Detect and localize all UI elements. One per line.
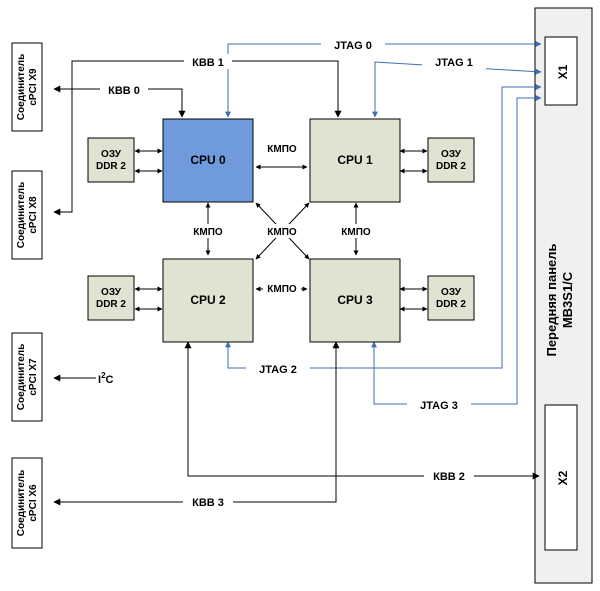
memory-cpu0 <box>87 137 135 183</box>
connector-x9-line2: cPCI X9 <box>28 68 39 106</box>
memory-cpu1 <box>427 137 475 183</box>
port-x1 <box>544 36 578 106</box>
memory-cpu0-line1: ОЗУ <box>101 149 122 160</box>
cpu-3-box <box>309 258 401 343</box>
memory-cpu2-line2: DDR 2 <box>96 299 126 310</box>
cpu-2-label: CPU 2 <box>190 293 226 307</box>
kbb3-line <box>53 341 340 506</box>
port-x2-label: X2 <box>556 470 570 485</box>
connector-x9 <box>11 42 43 132</box>
cpu-1-box <box>309 118 401 203</box>
kbb2-label: КВВ 2 <box>433 471 465 483</box>
cpu-0-label: CPU 0 <box>190 153 226 167</box>
jtag2-label: JTAG 2 <box>259 364 297 376</box>
kbb3-label: КВВ 3 <box>192 497 224 509</box>
memory-cpu3-line1: ОЗУ <box>441 287 462 298</box>
connector-x6-line2: cPCI X6 <box>28 484 39 522</box>
kbb2-line <box>184 341 540 480</box>
jtag0-label: JTAG 0 <box>334 40 372 52</box>
jtag0-line <box>225 41 542 118</box>
cpu-0-box <box>162 118 254 203</box>
kmpo-label-left: КМПО <box>193 227 223 238</box>
memory-links <box>134 148 428 312</box>
connector-x9-line1: Соединитель <box>16 54 27 121</box>
kbb-lines <box>53 60 540 506</box>
kmpo-label-top: КМПО <box>267 144 297 155</box>
jtag1-label: JTAG 1 <box>435 57 473 69</box>
kmpo-label-center: КМПО <box>267 227 297 238</box>
i2c-label: I2C <box>98 371 114 386</box>
connector-x8 <box>11 170 43 260</box>
memory-cpu2-line1: ОЗУ <box>101 287 122 298</box>
connector-x6 <box>11 457 43 549</box>
cpu-1-label: CPU 1 <box>337 153 373 167</box>
memory-cpu1-line1: ОЗУ <box>441 149 462 160</box>
port-x2 <box>544 404 578 551</box>
connector-x8-line1: Соединитель <box>16 182 27 249</box>
connector-x6-line1: Соединитель <box>16 470 27 537</box>
memory-cpu1-line2: DDR 2 <box>436 161 466 172</box>
connector-x8-line2: cPCI X8 <box>28 196 39 234</box>
connector-x7 <box>11 332 43 422</box>
kbb1-label: КВВ 1 <box>192 57 224 69</box>
memory-cpu2 <box>87 275 135 321</box>
memory-cpu0-line2: DDR 2 <box>96 161 126 172</box>
connector-x7-line2: cPCI X7 <box>28 358 39 396</box>
connector-x7-line1: Соединитель <box>16 344 27 411</box>
jtag3-label: JTAG 3 <box>420 400 458 412</box>
kbb1-line <box>53 60 342 216</box>
port-x1-label: X1 <box>556 64 570 79</box>
panel-label-line2: МВ3S1/С <box>560 271 575 328</box>
cpu-2-box <box>162 258 254 343</box>
memory-cpu3-line2: DDR 2 <box>436 299 466 310</box>
kbb0-label: КВВ 0 <box>108 85 140 97</box>
kmpo-label-right: КМПО <box>341 227 371 238</box>
kbb0-line <box>53 85 186 118</box>
cpu-3-label: CPU 3 <box>337 293 373 307</box>
panel-label-line1: Передняя панель <box>544 243 559 356</box>
kmpo-label-bottom: КМПО <box>267 284 297 295</box>
jtag1-line <box>372 61 542 118</box>
memory-cpu3 <box>427 275 475 321</box>
